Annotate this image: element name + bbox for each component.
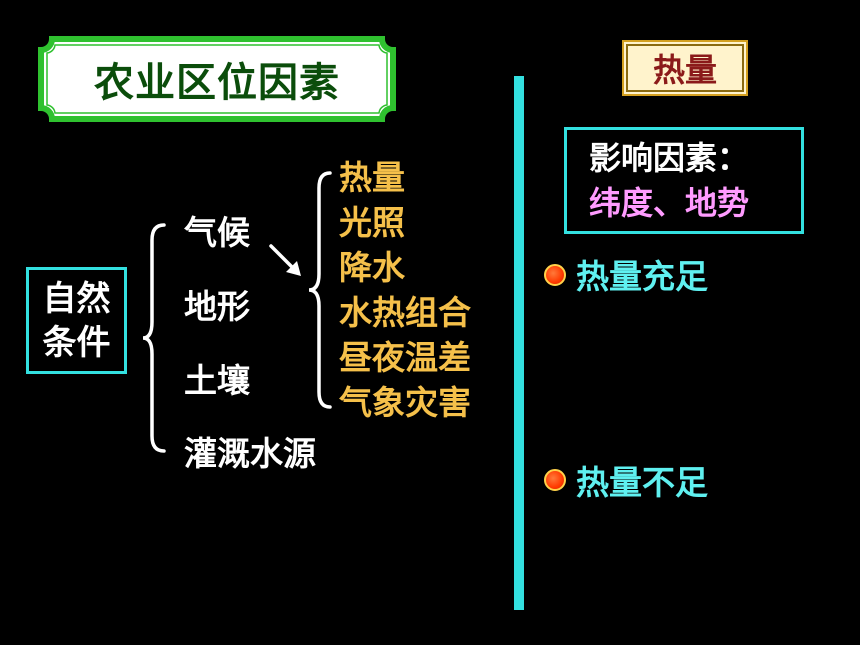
factor-precipitation: 降水: [339, 248, 405, 287]
climate-factor-list: 热量 光照 降水 水热组合 昼夜温差 气象灾害: [339, 155, 471, 425]
category-climate: 气候: [184, 213, 250, 252]
category-soil: 土壤: [184, 361, 250, 400]
category-irrigation: 灌溉水源: [184, 434, 316, 473]
bullet-icon: [544, 264, 566, 286]
climate-factors-brace: [308, 171, 332, 409]
bullet-icon: [544, 469, 566, 491]
factor-meteorological-disasters: 气象灾害: [339, 383, 471, 422]
natural-conditions-line-1: 自然: [42, 278, 111, 319]
outcome-heat-insufficient: 热量不足: [576, 463, 708, 502]
heat-tag: 热量: [622, 40, 748, 96]
factor-sunlight: 光照: [339, 203, 405, 242]
outcome-heat-sufficient: 热量充足: [576, 257, 708, 296]
natural-conditions-line-2: 条件: [42, 322, 111, 363]
factor-diurnal-temperature-range: 昼夜温差: [339, 338, 471, 377]
factor-heat: 热量: [339, 158, 405, 197]
title-banner: 农业区位因素: [38, 36, 396, 122]
arrow-icon: [269, 244, 301, 276]
vertical-divider: [514, 76, 524, 610]
natural-conditions-box: 自然 条件: [26, 267, 127, 374]
influence-label: 影响因素：: [589, 139, 750, 177]
factor-water-heat-combination: 水热组合: [339, 293, 471, 332]
categories-brace: [142, 223, 166, 453]
influence-factors-box: 影响因素： 纬度、地势: [564, 127, 804, 234]
influence-value: 纬度、地势: [589, 184, 750, 222]
title-banner-frame: [38, 36, 396, 122]
page-title: 农业区位因素: [94, 60, 340, 106]
category-terrain: 地形: [184, 287, 250, 326]
